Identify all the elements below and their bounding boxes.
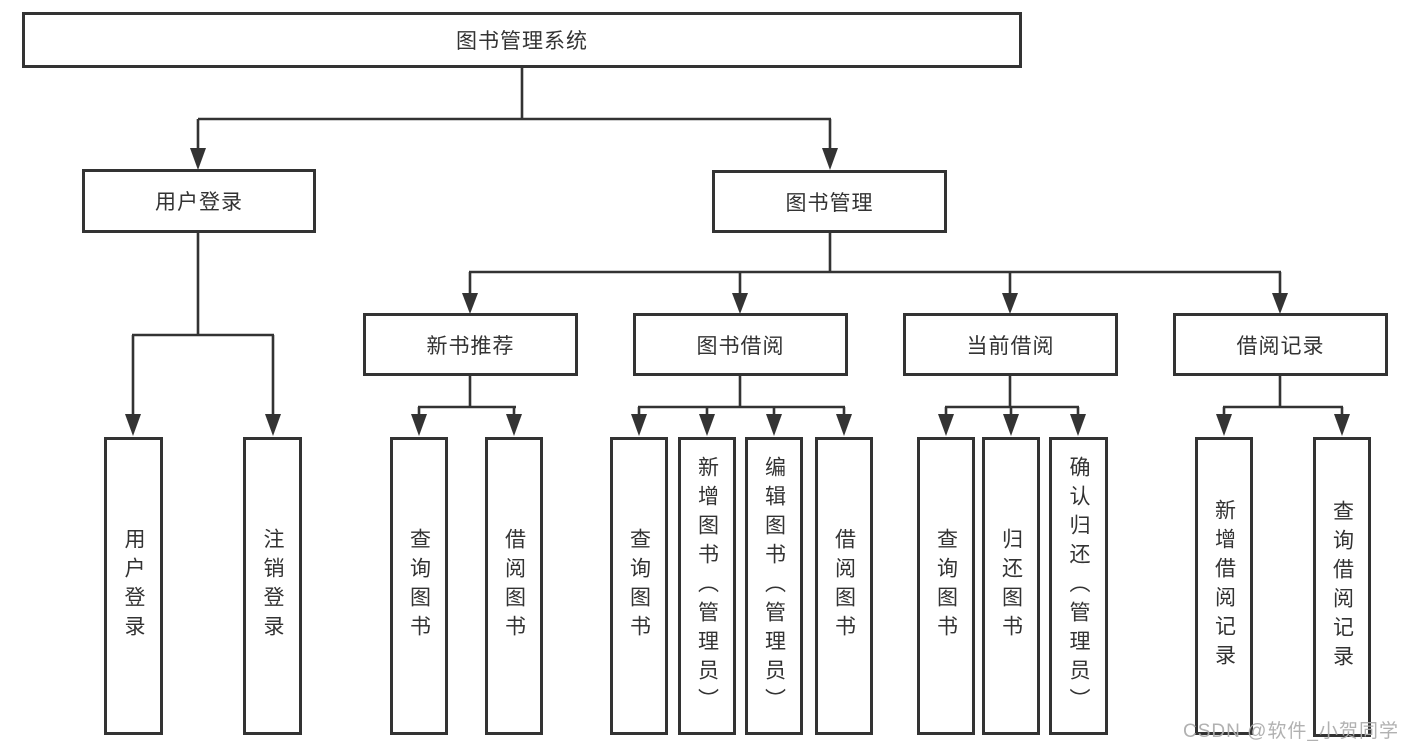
node-borrow-record: 借阅记录 [1173, 313, 1388, 376]
leaf-record-query-borrow-record: 查询借阅记录 [1313, 437, 1371, 737]
leaf-borrow-edit-books-admin: 编辑图书（管理员） [745, 437, 803, 735]
leaf-borrow-add-books-admin: 新增图书（管理员） [678, 437, 736, 735]
csdn-watermark: CSDN @软件_小贺同学 [1183, 721, 1399, 742]
tree-edges [131, 68, 1344, 420]
leaf-borrow-query-books: 查询图书 [610, 437, 668, 735]
node-current-borrow: 当前借阅 [903, 313, 1118, 376]
leaf-record-add-borrow-record: 新增借阅记录 [1195, 437, 1253, 735]
leaf-borrow-borrow-books: 借阅图书 [815, 437, 873, 735]
leaf-current-confirm-return-admin: 确认归还（管理员） [1049, 437, 1108, 735]
leaf-user-login: 用户登录 [104, 437, 163, 735]
leaf-logout: 注销登录 [243, 437, 302, 735]
leaf-current-return-books: 归还图书 [982, 437, 1040, 735]
node-book-management: 图书管理 [712, 170, 947, 233]
arrowheads [125, 148, 1350, 436]
leaf-newbook-query-books: 查询图书 [390, 437, 448, 735]
node-book-borrow: 图书借阅 [633, 313, 848, 376]
node-user-login: 用户登录 [82, 169, 316, 233]
node-root-library-system: 图书管理系统 [22, 12, 1022, 68]
leaf-current-query-books: 查询图书 [917, 437, 975, 735]
node-new-book-recommend: 新书推荐 [363, 313, 578, 376]
leaf-newbook-borrow-books: 借阅图书 [485, 437, 543, 735]
